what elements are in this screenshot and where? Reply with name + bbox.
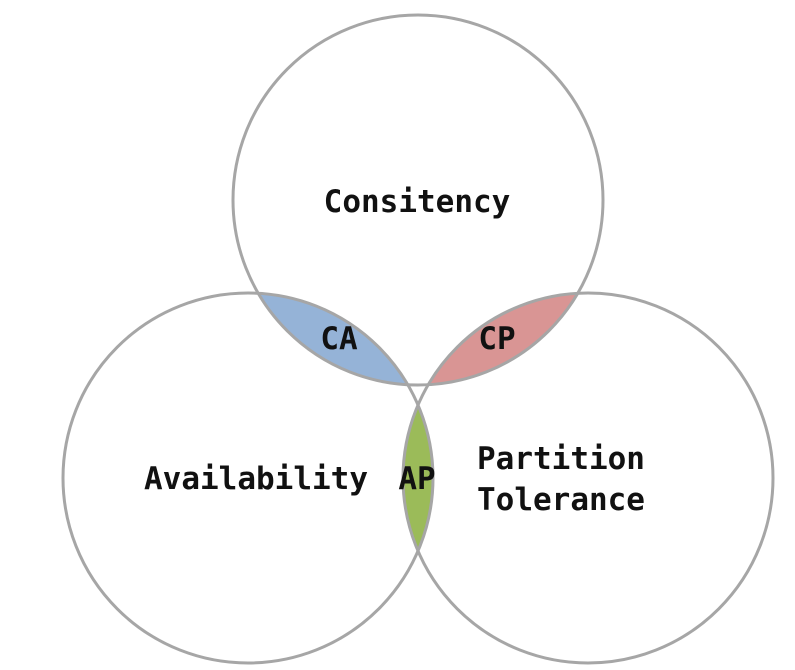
consistency-circle [231, 13, 605, 387]
partition-tolerance-circle [401, 291, 775, 665]
availability-label: Availability [144, 461, 368, 497]
ap-label: AP [398, 461, 435, 497]
availability-circle [61, 291, 435, 665]
partition-tolerance-label-line2: Tolerance [477, 482, 645, 518]
ca-label: CA [320, 321, 358, 357]
cp-label: CP [478, 321, 515, 357]
cp-region [403, 293, 603, 385]
consistency-label: Consitency [324, 184, 511, 220]
partition-tolerance-label-line1: Partition [477, 441, 645, 477]
